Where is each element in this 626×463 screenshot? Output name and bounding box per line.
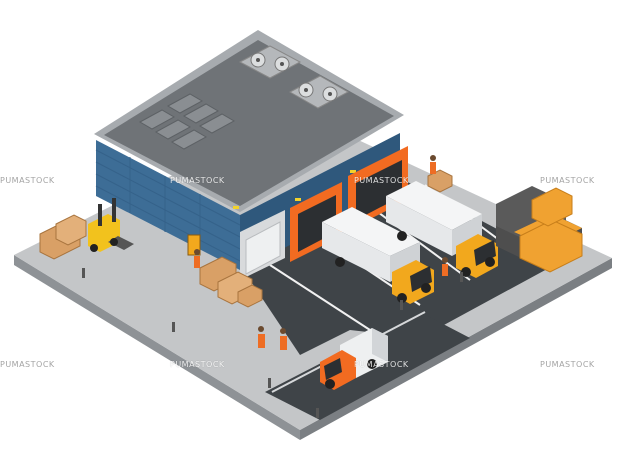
watermark: PUMASTOCK <box>170 176 225 185</box>
gate-icon <box>245 221 281 275</box>
van-icon <box>320 328 388 390</box>
watermark: PUMASTOCK <box>540 176 595 185</box>
crate-icon <box>39 214 87 260</box>
worker-icon <box>442 257 448 276</box>
watermark: PUMASTOCK <box>0 176 55 185</box>
worker-icon <box>430 155 436 174</box>
container-icon <box>496 186 583 273</box>
front-wall <box>96 140 240 270</box>
watermark: PUMASTOCK <box>170 360 225 369</box>
forklift-icon <box>88 198 134 252</box>
fan-icon <box>288 75 350 109</box>
ground-side-left <box>14 255 300 440</box>
watermark: PUMASTOCK <box>0 360 55 369</box>
loading-dock-1 <box>240 210 285 280</box>
crate-icon <box>199 256 263 308</box>
fan-icon <box>238 45 302 79</box>
truck-icon <box>322 207 434 304</box>
solar-panel-icon <box>138 93 236 150</box>
lane-line <box>269 264 371 331</box>
worker-icon <box>280 328 287 350</box>
truck-icon <box>386 181 498 278</box>
worker-icon <box>258 326 265 348</box>
ground-side-right <box>300 258 612 440</box>
watermark: PUMASTOCK <box>354 360 409 369</box>
worker-icon <box>194 249 200 268</box>
crate-icon <box>427 169 453 193</box>
watermark: PUMASTOCK <box>354 176 409 185</box>
watermark: PUMASTOCK <box>540 360 595 369</box>
loading-dock-3 <box>348 146 408 230</box>
bollard-icon <box>82 268 463 418</box>
